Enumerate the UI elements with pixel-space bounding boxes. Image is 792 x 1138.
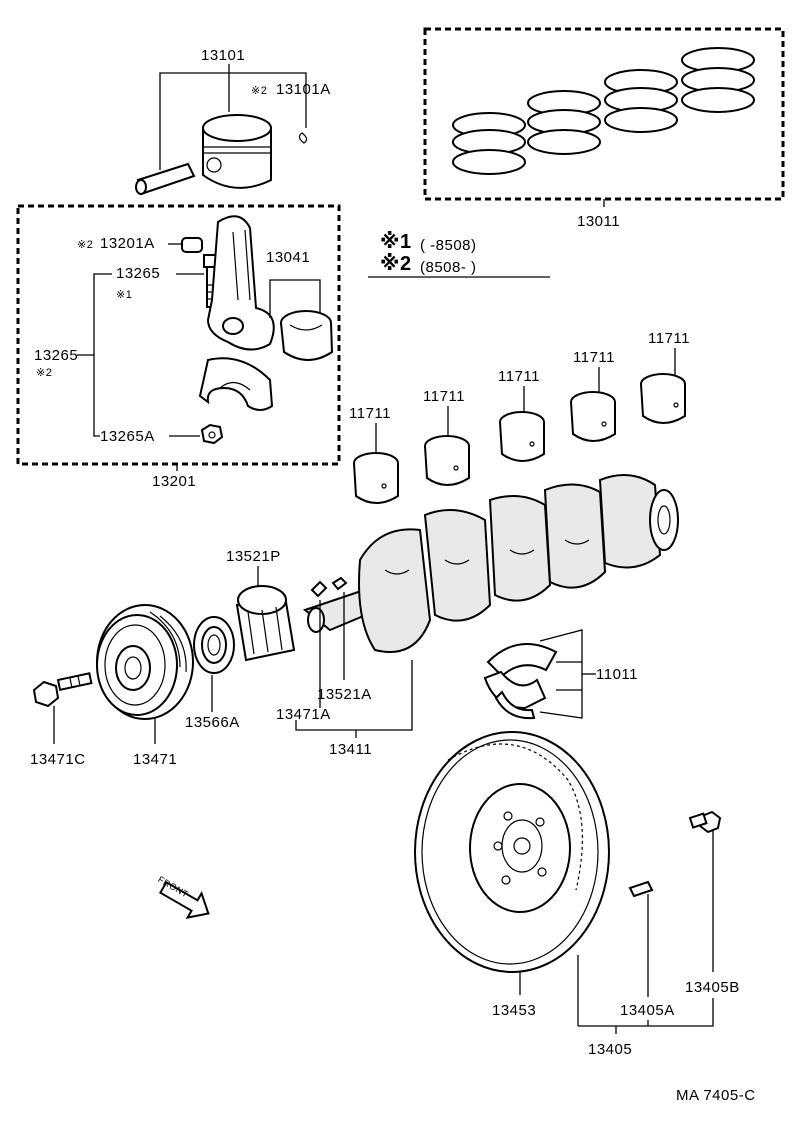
piston-group: 13101 ※2 13101A <box>135 47 331 195</box>
legend-row1-range: ( -8508) <box>420 237 477 254</box>
crank-key-icons <box>310 576 348 598</box>
label-crankshaft: 13411 <box>329 741 372 758</box>
label-rod-bolt-upper: 13265 <box>116 265 160 282</box>
crankshaft-icon <box>302 474 679 653</box>
label-timing-pulley: 13521P <box>226 548 281 565</box>
main-bearing-5: 11711 <box>640 330 690 424</box>
mark-rod-bolt-upper: ※1 <box>116 289 132 301</box>
connecting-rod-box <box>16 204 341 466</box>
mark-piston-pin: ※2 <box>251 85 267 97</box>
oil-seal-group: 13566A <box>185 616 240 731</box>
piston-ring-stack-1 <box>452 112 526 175</box>
label-key-2: 13471A <box>276 706 331 723</box>
label-pulley-bolt: 13471C <box>30 751 86 768</box>
label-flywheel-pin: 13405A <box>620 1002 675 1019</box>
main-bearing-4: 11711 <box>570 349 616 442</box>
flywheel-group: 13453 13405A 13405B 13405 <box>414 731 740 1058</box>
label-piston: 13101 <box>201 47 245 64</box>
label-piston-ring-set: 13011 <box>577 213 620 230</box>
piston-ring-set-group: 13011 <box>423 27 785 230</box>
label-piston-pin: 13101A <box>276 81 331 98</box>
rod-nut-icon <box>200 423 224 445</box>
main-bearing-2: 11711 <box>423 388 470 486</box>
oil-seal-icon <box>193 616 235 674</box>
label-oil-seal: 13566A <box>185 714 240 731</box>
drawing-number: MA 7405-C <box>676 1087 756 1104</box>
label-main-bearing-3: 11711 <box>498 368 540 385</box>
pulley-bolt-group: 13471C <box>30 672 93 768</box>
label-crank-pulley: 13471 <box>133 751 177 768</box>
pulley-bolt-icon <box>32 672 93 708</box>
snap-ring-icon <box>298 132 308 144</box>
label-rod-bearing: 13041 <box>266 249 310 266</box>
flywheel-icon <box>414 731 610 973</box>
flywheel-bolt-icon <box>688 810 722 834</box>
main-bearings-group: 11711 11711 11711 11711 <box>349 330 690 504</box>
piston-pin-icon <box>135 162 196 195</box>
label-flywheel: 13453 <box>492 1002 536 1019</box>
piston-ring-set-box <box>423 27 785 201</box>
thrust-washer-group: 11011 <box>483 629 638 720</box>
rod-bushing-icon <box>181 237 203 253</box>
thrust-washer-icon <box>483 643 558 720</box>
label-rod-nut: 13265A <box>100 428 155 445</box>
label-key-1: 13521A <box>317 686 372 703</box>
piston-icon <box>202 114 272 189</box>
main-bearing-3: 11711 <box>498 368 545 462</box>
label-flywheel-assy: 13405 <box>588 1041 632 1058</box>
piston-ring-stack-4 <box>681 47 755 113</box>
main-bearing-1: 11711 <box>349 405 399 504</box>
timing-pulley-group: 13521P <box>226 548 296 662</box>
crank-pulley-icon <box>96 604 194 720</box>
label-connecting-rod: 13201 <box>152 473 196 490</box>
connecting-rod-group: ※2 13201A 13265 ※1 13265 ※2 <box>16 204 341 490</box>
label-rod-bolt-left: 13265 <box>34 347 78 364</box>
legend-row1-mark: ※1 <box>380 231 412 253</box>
rod-cap-icon <box>198 357 274 411</box>
label-main-bearing-4: 11711 <box>573 349 615 366</box>
crankshaft-group: 13521A 13471A 13411 <box>276 474 679 758</box>
label-main-bearing-1: 11711 <box>349 405 391 422</box>
timing-pulley-icon <box>235 585 296 662</box>
crank-pulley-group: 13471 <box>96 604 194 768</box>
front-arrow-icon <box>158 880 210 920</box>
piston-ring-stack-2 <box>527 90 601 155</box>
mark-rod-bolt-left: ※2 <box>36 367 52 379</box>
label-flywheel-bolt: 13405B <box>685 979 740 996</box>
piston-ring-stack-3 <box>604 69 678 133</box>
legend-row2-range: (8508- ) <box>420 259 477 276</box>
label-thrust-washer: 11011 <box>596 666 638 683</box>
connecting-rod-icon <box>206 215 275 351</box>
legend-row2-mark: ※2 <box>380 253 412 275</box>
label-rod-bushing: 13201A <box>100 235 155 252</box>
rod-bearing-icon: 13041 <box>266 249 334 361</box>
legend: ※1 ( -8508) ※2 (8508- ) <box>368 231 550 278</box>
label-main-bearing-5: 11711 <box>648 330 690 347</box>
mark-rod-bushing: ※2 <box>77 239 93 251</box>
label-main-bearing-2: 11711 <box>423 388 465 405</box>
flywheel-pin-icon <box>628 880 654 898</box>
